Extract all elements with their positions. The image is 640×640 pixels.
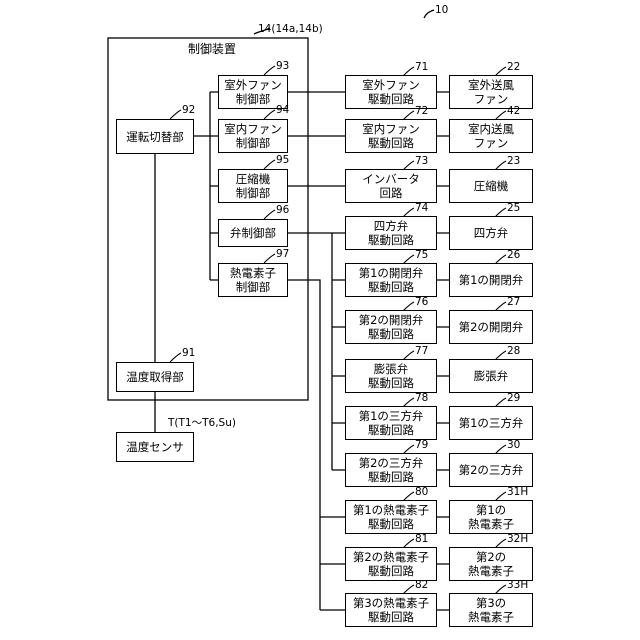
device-box: 第3の 熱電素子 — [449, 593, 533, 627]
reference-leader — [264, 210, 275, 219]
device-ref: 32H — [507, 533, 528, 545]
control-unit-ref: 95 — [276, 154, 289, 166]
device-box: 第2の開閉弁 — [449, 310, 533, 344]
drive-circuit-ref: 78 — [415, 392, 428, 404]
drive-circuit-box: インバータ 回路 — [345, 169, 437, 203]
control-unit-ref: 96 — [276, 204, 289, 216]
control-unit-valve-ctrl: 弁制御部 — [218, 219, 288, 247]
reference-leader — [170, 110, 181, 119]
device-box: 第2の 熱電素子 — [449, 547, 533, 581]
drive-circuit-box: 第2の三方弁 駆動回路 — [345, 453, 437, 487]
control-unit-op-switch: 運転切替部 — [116, 119, 194, 154]
device-ref: 30 — [507, 439, 520, 451]
drive-circuit-ref: 75 — [415, 249, 428, 261]
drive-circuit-box: 四方弁 駆動回路 — [345, 216, 437, 250]
drive-circuit-box: 第1の開閉弁 駆動回路 — [345, 263, 437, 297]
device-box: 第1の 熱電素子 — [449, 500, 533, 534]
temperature-sensor-box: 温度センサ — [116, 432, 194, 462]
device-box: 四方弁 — [449, 216, 533, 250]
control-unit-ref: 97 — [276, 248, 289, 260]
device-ref: 31H — [507, 486, 528, 498]
reference-leader — [264, 160, 275, 169]
control-unit-ref: 91 — [182, 347, 195, 359]
reference-leader — [264, 254, 275, 263]
drive-circuit-ref: 72 — [415, 105, 428, 117]
device-box: 室外送風 ファン — [449, 75, 533, 109]
reference-leader — [264, 110, 275, 119]
control-unit-ref: 92 — [182, 104, 195, 116]
device-box: 第1の開閉弁 — [449, 263, 533, 297]
reference-leader — [264, 66, 275, 75]
drive-circuit-box: 第3の熱電素子 駆動回路 — [345, 593, 437, 627]
drive-circuit-ref: 76 — [415, 296, 428, 308]
device-ref: 33H — [507, 579, 528, 591]
device-box: 膨張弁 — [449, 359, 533, 393]
drive-circuit-ref: 79 — [415, 439, 428, 451]
drive-circuit-ref: 81 — [415, 533, 428, 545]
drive-circuit-ref: 74 — [415, 202, 428, 214]
drive-circuit-box: 室外ファン 駆動回路 — [345, 75, 437, 109]
device-box: 第2の三方弁 — [449, 453, 533, 487]
control-unit-indoor-fan-ctrl: 室内ファン 制御部 — [218, 119, 288, 153]
figure-number: 10 — [435, 4, 448, 16]
drive-circuit-box: 第1の熱電素子 駆動回路 — [345, 500, 437, 534]
controller-title: 制御装置 — [188, 42, 236, 56]
device-ref: 25 — [507, 202, 520, 214]
device-ref: 23 — [507, 155, 520, 167]
device-ref: 42 — [507, 105, 520, 117]
drive-circuit-box: 第2の熱電素子 駆動回路 — [345, 547, 437, 581]
drive-circuit-box: 第1の三方弁 駆動回路 — [345, 406, 437, 440]
drive-circuit-box: 膨張弁 駆動回路 — [345, 359, 437, 393]
control-unit-compressor-ctrl: 圧縮機 制御部 — [218, 169, 288, 203]
device-ref: 22 — [507, 61, 520, 73]
drive-circuit-ref: 77 — [415, 345, 428, 357]
device-box: 第1の三方弁 — [449, 406, 533, 440]
control-unit-ref: 93 — [276, 60, 289, 72]
device-ref: 26 — [507, 249, 520, 261]
drive-circuit-box: 室内ファン 駆動回路 — [345, 119, 437, 153]
device-ref: 27 — [507, 296, 520, 308]
drive-circuit-ref: 73 — [415, 155, 428, 167]
drive-circuit-ref: 82 — [415, 579, 428, 591]
device-box: 室内送風 ファン — [449, 119, 533, 153]
drive-circuit-ref: 80 — [415, 486, 428, 498]
reference-leader — [170, 353, 181, 362]
drive-circuit-box: 第2の開閉弁 駆動回路 — [345, 310, 437, 344]
device-ref: 29 — [507, 392, 520, 404]
sensor-ref: T(T1～T6,Su) — [168, 417, 236, 429]
control-unit-temp-acq: 温度取得部 — [116, 362, 194, 392]
device-ref: 28 — [507, 345, 520, 357]
device-box: 圧縮機 — [449, 169, 533, 203]
controller-ref: 14(14a,14b) — [258, 23, 323, 35]
control-unit-thermo-ctrl: 熱電素子 制御部 — [218, 263, 288, 297]
control-unit-ref: 94 — [276, 104, 289, 116]
drive-circuit-ref: 71 — [415, 61, 428, 73]
